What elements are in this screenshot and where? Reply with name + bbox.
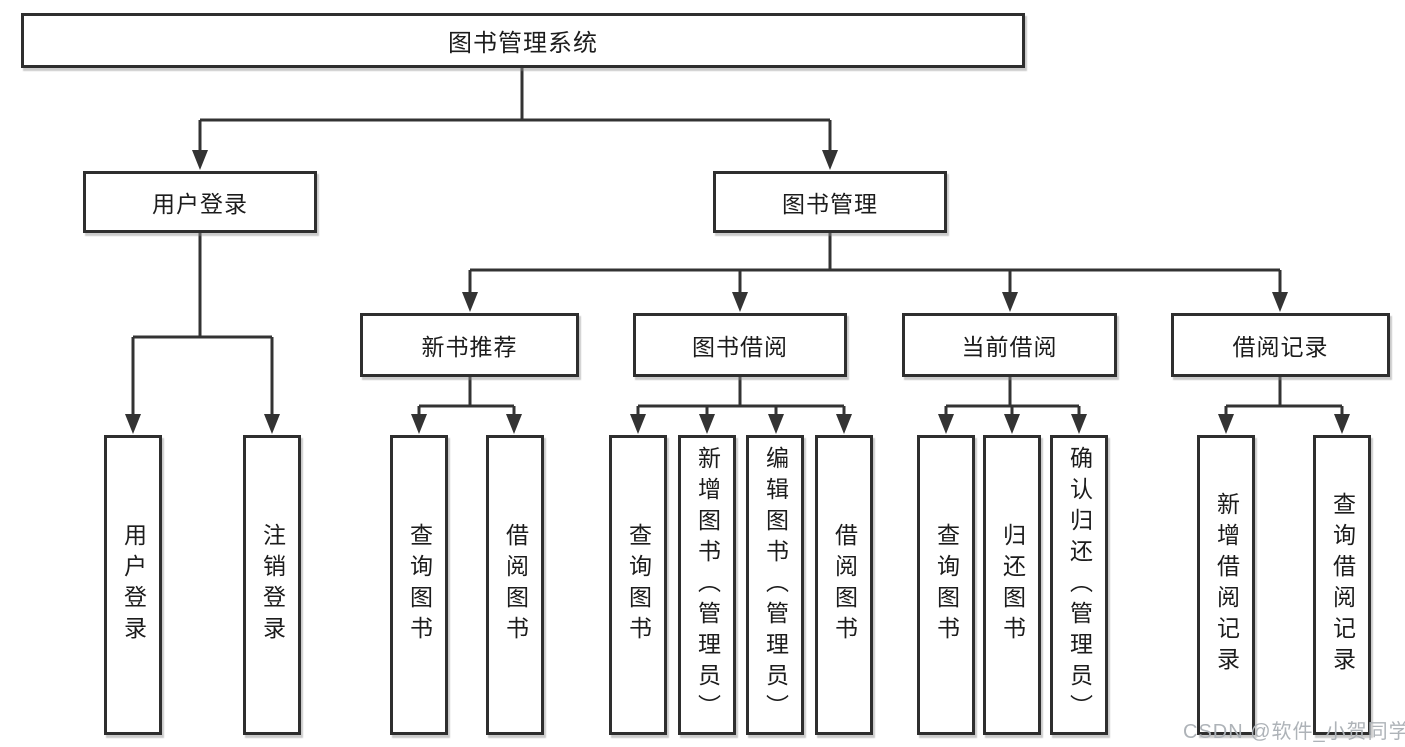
node-leaf-confirm-return-admin: 确认归还（管理员） <box>1050 435 1108 735</box>
node-new-book-recommend: 新书推荐 <box>360 313 579 377</box>
node-leaf-logout: 注销登录 <box>243 435 301 735</box>
node-user-login-branch: 用户登录 <box>83 171 317 233</box>
node-leaf-return-book: 归还图书 <box>983 435 1041 735</box>
node-leaf-query-books-current: 查询图书 <box>917 435 975 735</box>
node-leaf-query-books-recommend: 查询图书 <box>390 435 448 735</box>
node-leaf-borrow-books-recommend: 借阅图书 <box>486 435 544 735</box>
node-leaf-edit-book-admin: 编辑图书（管理员） <box>746 435 804 735</box>
node-current-borrowing: 当前借阅 <box>902 313 1117 377</box>
watermark: CSDN @软件_小贺同学 <box>1183 721 1405 743</box>
node-book-borrowing: 图书借阅 <box>633 313 847 377</box>
node-leaf-query-books-borrow: 查询图书 <box>609 435 667 735</box>
node-book-management-branch: 图书管理 <box>713 171 947 233</box>
node-leaf-borrow-books: 借阅图书 <box>815 435 873 735</box>
node-borrowing-records: 借阅记录 <box>1171 313 1390 377</box>
node-leaf-query-borrow-record: 查询借阅记录 <box>1313 435 1371 735</box>
node-leaf-add-borrow-record: 新增借阅记录 <box>1197 435 1255 735</box>
node-leaf-user-login: 用户登录 <box>104 435 162 735</box>
node-library-management-system: 图书管理系统 <box>21 13 1025 68</box>
node-leaf-add-book-admin: 新增图书（管理员） <box>678 435 736 735</box>
